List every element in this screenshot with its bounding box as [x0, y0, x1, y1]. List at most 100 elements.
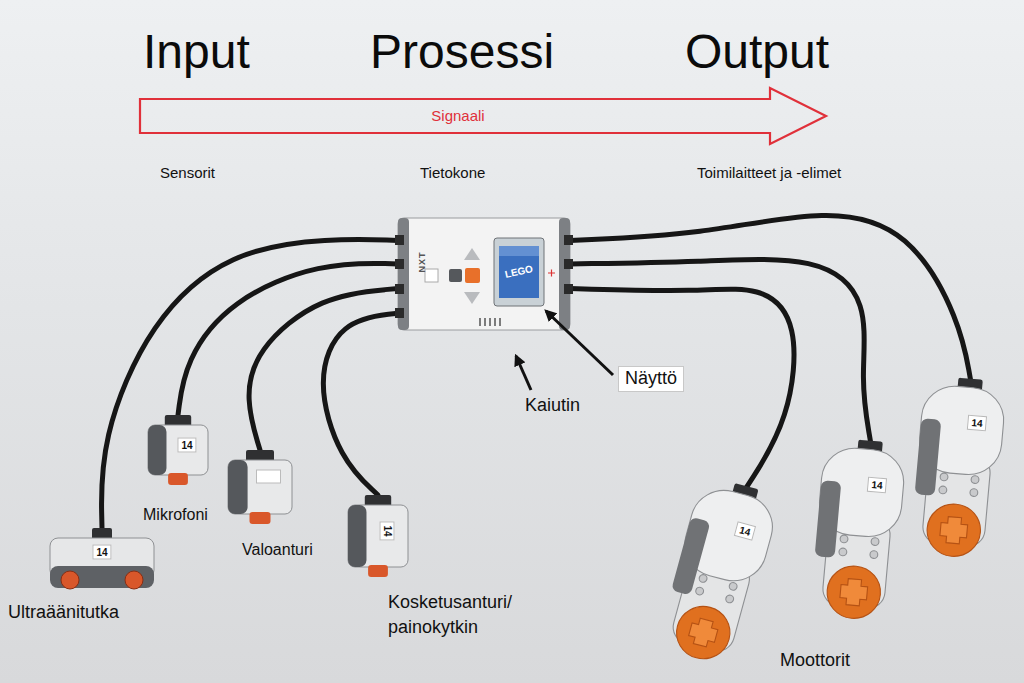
port — [395, 259, 404, 269]
motor-figure — [668, 482, 768, 667]
node-text: Kosketusanturi/ painokytkin — [388, 590, 548, 640]
sensor-node: 14Mikrofoni — [145, 415, 211, 487]
sensor-node: Valoanturi — [225, 450, 295, 526]
screen-glare — [499, 246, 539, 256]
sticker-number: 14 — [92, 545, 111, 560]
speaker-slot — [489, 318, 491, 326]
part-label: Moottorit — [780, 650, 850, 672]
beam-hole — [940, 473, 948, 481]
callout-label: Näyttö — [618, 366, 684, 392]
sensor-node: 14Kosketusanturi/ painokytkin — [345, 495, 411, 579]
blank-sticker — [257, 470, 281, 483]
motor-body — [656, 475, 783, 668]
motor-figure — [808, 440, 908, 625]
motor-body — [809, 437, 907, 622]
node-text: Valoanturi — [242, 540, 313, 559]
sensor-eye — [61, 571, 79, 589]
beam-hole — [725, 594, 735, 603]
port — [395, 235, 404, 245]
stage-subheading: Sensorit — [160, 164, 215, 182]
sensor-tip — [168, 473, 188, 485]
button-dark — [449, 269, 462, 282]
ultra-figure — [48, 528, 156, 592]
button-white — [425, 269, 438, 282]
screen-frame — [494, 238, 544, 306]
sensor-side — [348, 505, 366, 567]
speaker-slot — [494, 318, 496, 326]
brick-body — [398, 218, 570, 330]
motor-body — [909, 375, 1007, 560]
node-text: Signaali — [431, 107, 484, 125]
sensor-body — [348, 505, 408, 567]
port — [395, 284, 404, 294]
beam-hole — [870, 550, 878, 558]
stage-heading: Input — [143, 28, 250, 76]
motor-side — [915, 418, 942, 496]
brick-figure — [398, 218, 570, 330]
signal-arrow-outline — [140, 88, 826, 144]
arrow-node: Signaali — [138, 86, 830, 148]
stage-subheading: Tietokone — [420, 164, 485, 182]
plus-mark — [548, 270, 555, 277]
cable — [101, 239, 398, 528]
node-text: Mikrofoni — [143, 505, 208, 524]
beam-hole — [939, 486, 947, 494]
motor-hub — [925, 502, 983, 559]
button-down — [464, 292, 480, 304]
sticker-number: 14 — [380, 521, 395, 540]
brick-cap — [559, 218, 570, 330]
beam-hole — [840, 535, 848, 543]
port — [395, 308, 404, 318]
sticker-number: 14 — [177, 438, 196, 453]
port — [564, 284, 573, 294]
node-text: NXT — [417, 252, 428, 273]
sensor-figure — [225, 450, 295, 526]
hub-cross — [839, 578, 868, 606]
motor-node: 14 — [668, 482, 768, 667]
stage-heading: Output — [685, 28, 829, 76]
cable — [570, 289, 794, 488]
port — [564, 235, 573, 245]
sensor-tip — [368, 565, 388, 577]
motor-side — [815, 480, 842, 558]
cable — [570, 215, 971, 379]
button-orange — [465, 268, 480, 283]
sensor-figure — [345, 495, 411, 579]
cable — [570, 259, 871, 441]
ultra-node: 14Ultraäänitutka — [48, 528, 156, 592]
sensor-side — [148, 425, 166, 475]
button-up — [464, 248, 480, 260]
beam-hole — [728, 582, 738, 591]
stage-heading: Prosessi — [370, 28, 554, 76]
leader-line — [516, 356, 531, 390]
sticker-number: 14 — [867, 477, 887, 494]
node-text: Ultraäänitutka — [8, 602, 119, 624]
stage-subheading: Toimilaitteet ja -elimet — [697, 164, 841, 182]
beam-hole — [971, 475, 979, 483]
motor-figure — [908, 378, 1008, 563]
beam-hole — [839, 548, 847, 556]
beam-hole — [698, 574, 708, 583]
beam-hole — [695, 586, 705, 595]
hub-cross — [687, 617, 720, 649]
motor-side — [671, 517, 710, 596]
beam-hole — [970, 488, 978, 496]
motor-node: 14 — [908, 378, 1008, 563]
speaker-slot — [484, 318, 486, 326]
part-label: Kaiutin — [525, 395, 580, 417]
motor-hub — [671, 601, 736, 665]
sensor-side — [228, 460, 248, 514]
screen — [499, 246, 539, 298]
sticker-number: 14 — [967, 415, 987, 432]
sensor-body — [148, 425, 208, 475]
speaker-slot — [499, 318, 501, 326]
cable — [323, 313, 398, 495]
sensor-eye — [125, 571, 143, 589]
beam-hole — [871, 537, 879, 545]
sensor-tip — [250, 512, 271, 524]
brick-node: NXTLEGO — [398, 218, 570, 330]
